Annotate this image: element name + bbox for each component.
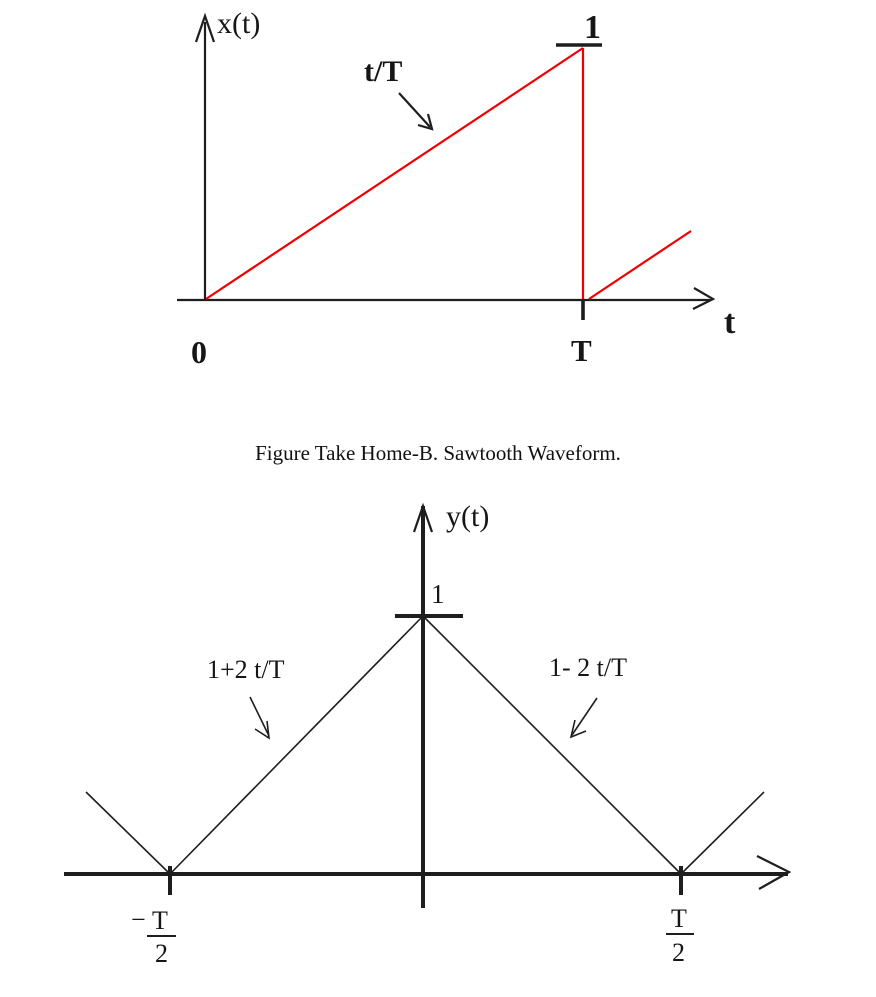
fig2-left-label-arrowhead-icon [254,720,270,740]
sawtooth-figure: x(t) 1 t/T 0 T t [177,7,736,370]
fig1-y-axis-label: x(t) [217,7,260,40]
fig1-period-label: T [571,333,592,368]
triangle-figure: y(t) 1 1+2 t/T 1- 2 t/T − T 2 T 2 [64,500,792,968]
fig2-right-label-arrowhead-icon [569,719,587,739]
fig1-peak-value-label: 1 [584,9,601,46]
fig2-right-tick-label: T 2 [666,904,694,967]
figure-caption: Figure Take Home-B. Sawtooth Waveform. [255,441,621,465]
fig1-label-arrow [398,92,431,128]
fig2-peak-value-label: 1 [431,579,445,609]
fig2-left-label-arrow [249,696,270,737]
fig1-curve-label: t/T [364,55,402,88]
fig2-left-tick-denominator: 2 [155,939,168,968]
fig2-left-continuation-segment [85,791,171,875]
fig2-left-segment-label: 1+2 t/T [207,655,285,684]
fig2-right-continuation-segment [680,791,765,875]
fig2-right-tick-numerator: T [671,904,687,933]
fig2-x-axis-arrow-icon [756,855,792,890]
fig1-next-period-segment [588,230,692,300]
fig2-y-axis-arrow-icon [412,502,434,533]
fig1-label-arrowhead-icon [417,113,434,131]
fig2-left-tick-sign: − [131,905,146,934]
fig1-origin-label: 0 [191,334,207,370]
fig2-left-slope-segment [169,615,424,875]
fig1-y-axis-arrow-icon [194,12,216,43]
fig1-ramp-segment [205,47,584,300]
fig1-x-axis-arrow-icon [692,287,716,310]
fig2-right-slope-segment [422,615,682,875]
fig1-x-axis-label: t [724,304,736,341]
fig2-y-axis-label: y(t) [446,500,489,533]
fig2-left-tick-label: − T 2 [131,905,176,968]
fig2-left-tick-numerator: T [152,906,168,935]
fig2-right-label-arrow [571,697,598,736]
fig2-right-segment-label: 1- 2 t/T [549,653,627,682]
fig2-right-tick-denominator: 2 [672,938,685,967]
